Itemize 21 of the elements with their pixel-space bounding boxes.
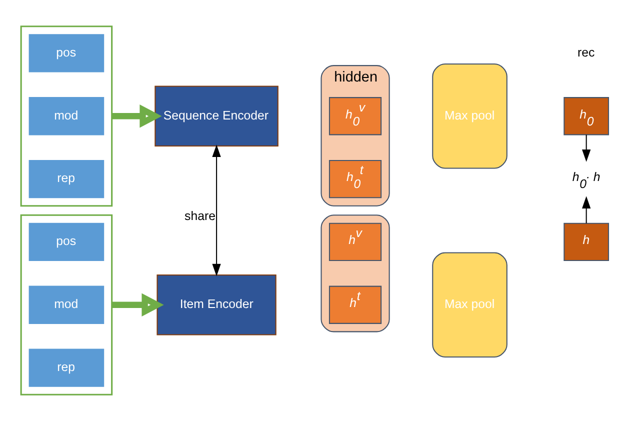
arrow [582,196,591,224]
node-box: mod [28,97,104,136]
cluster [20,214,113,396]
arrow [212,144,221,276]
arrow [112,293,164,316]
node-box: Max pool [432,64,508,169]
cluster [20,26,113,207]
edge-label: share [184,208,216,223]
label: rec [578,45,595,60]
node-box: Item Encoder [156,274,276,336]
node-box: h [564,222,610,262]
cluster [320,214,390,332]
node-box: pos [28,222,104,262]
node-box: Max pool [432,252,508,358]
arrow [112,104,162,128]
node-box: Sequence Encoder [154,86,278,147]
node-box: rep [28,348,104,387]
node-box: rep [28,160,104,198]
arrow [582,134,591,162]
node-box: pos [28,34,104,72]
node-box: mod [28,286,104,324]
